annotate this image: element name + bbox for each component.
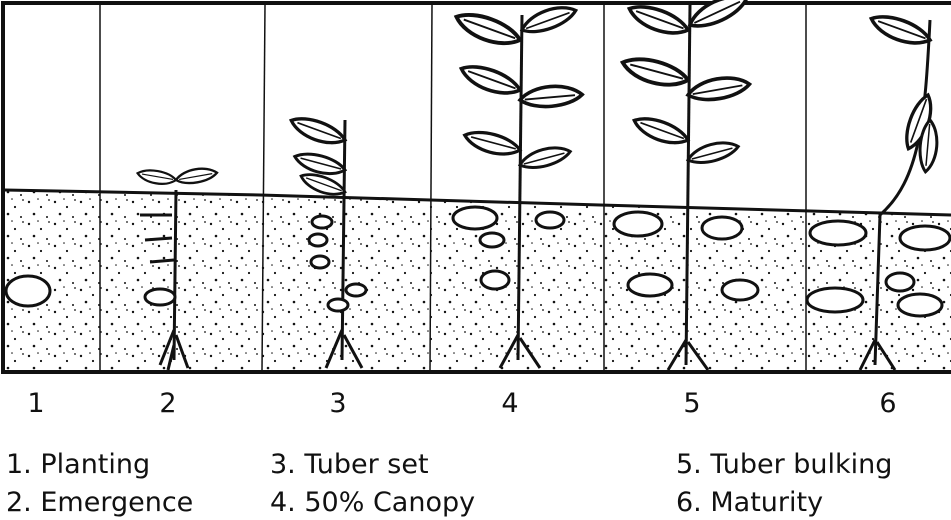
- potato-growth-illustration: [0, 0, 951, 375]
- legend-number: 2.: [6, 487, 32, 518]
- legend-item-tuber-bulking: 5. Tuber bulking: [676, 449, 892, 480]
- legend-number: 3.: [270, 449, 296, 480]
- stage-number-1: 1: [16, 388, 56, 419]
- legend-number: 5.: [676, 449, 702, 480]
- legend-item-50-canopy: 4. 50% Canopy: [270, 487, 475, 518]
- stage-number-3: 3: [318, 388, 358, 419]
- legend-label: Tuber bulking: [710, 449, 892, 480]
- legend-label: Planting: [40, 449, 150, 480]
- legend-label: Maturity: [710, 487, 823, 518]
- legend-label: 50% Canopy: [304, 487, 475, 518]
- legend-item-emergence: 2. Emergence: [6, 487, 193, 518]
- stage-number-5: 5: [672, 388, 712, 419]
- legend-item-tuber-set: 3. Tuber set: [270, 449, 429, 480]
- stage-number-6: 6: [868, 388, 908, 419]
- legend-label: Emergence: [40, 487, 193, 518]
- stage-number-4: 4: [490, 388, 530, 419]
- stage-1-seed-tuber: [6, 276, 50, 306]
- legend-number: 4.: [270, 487, 296, 518]
- legend-item-planting: 1. Planting: [6, 449, 150, 480]
- stage-number-2: 2: [148, 388, 188, 419]
- legend-number: 1.: [6, 449, 32, 480]
- legend-label: Tuber set: [304, 449, 428, 480]
- legend-item-maturity: 6. Maturity: [676, 487, 823, 518]
- legend-number: 6.: [676, 487, 702, 518]
